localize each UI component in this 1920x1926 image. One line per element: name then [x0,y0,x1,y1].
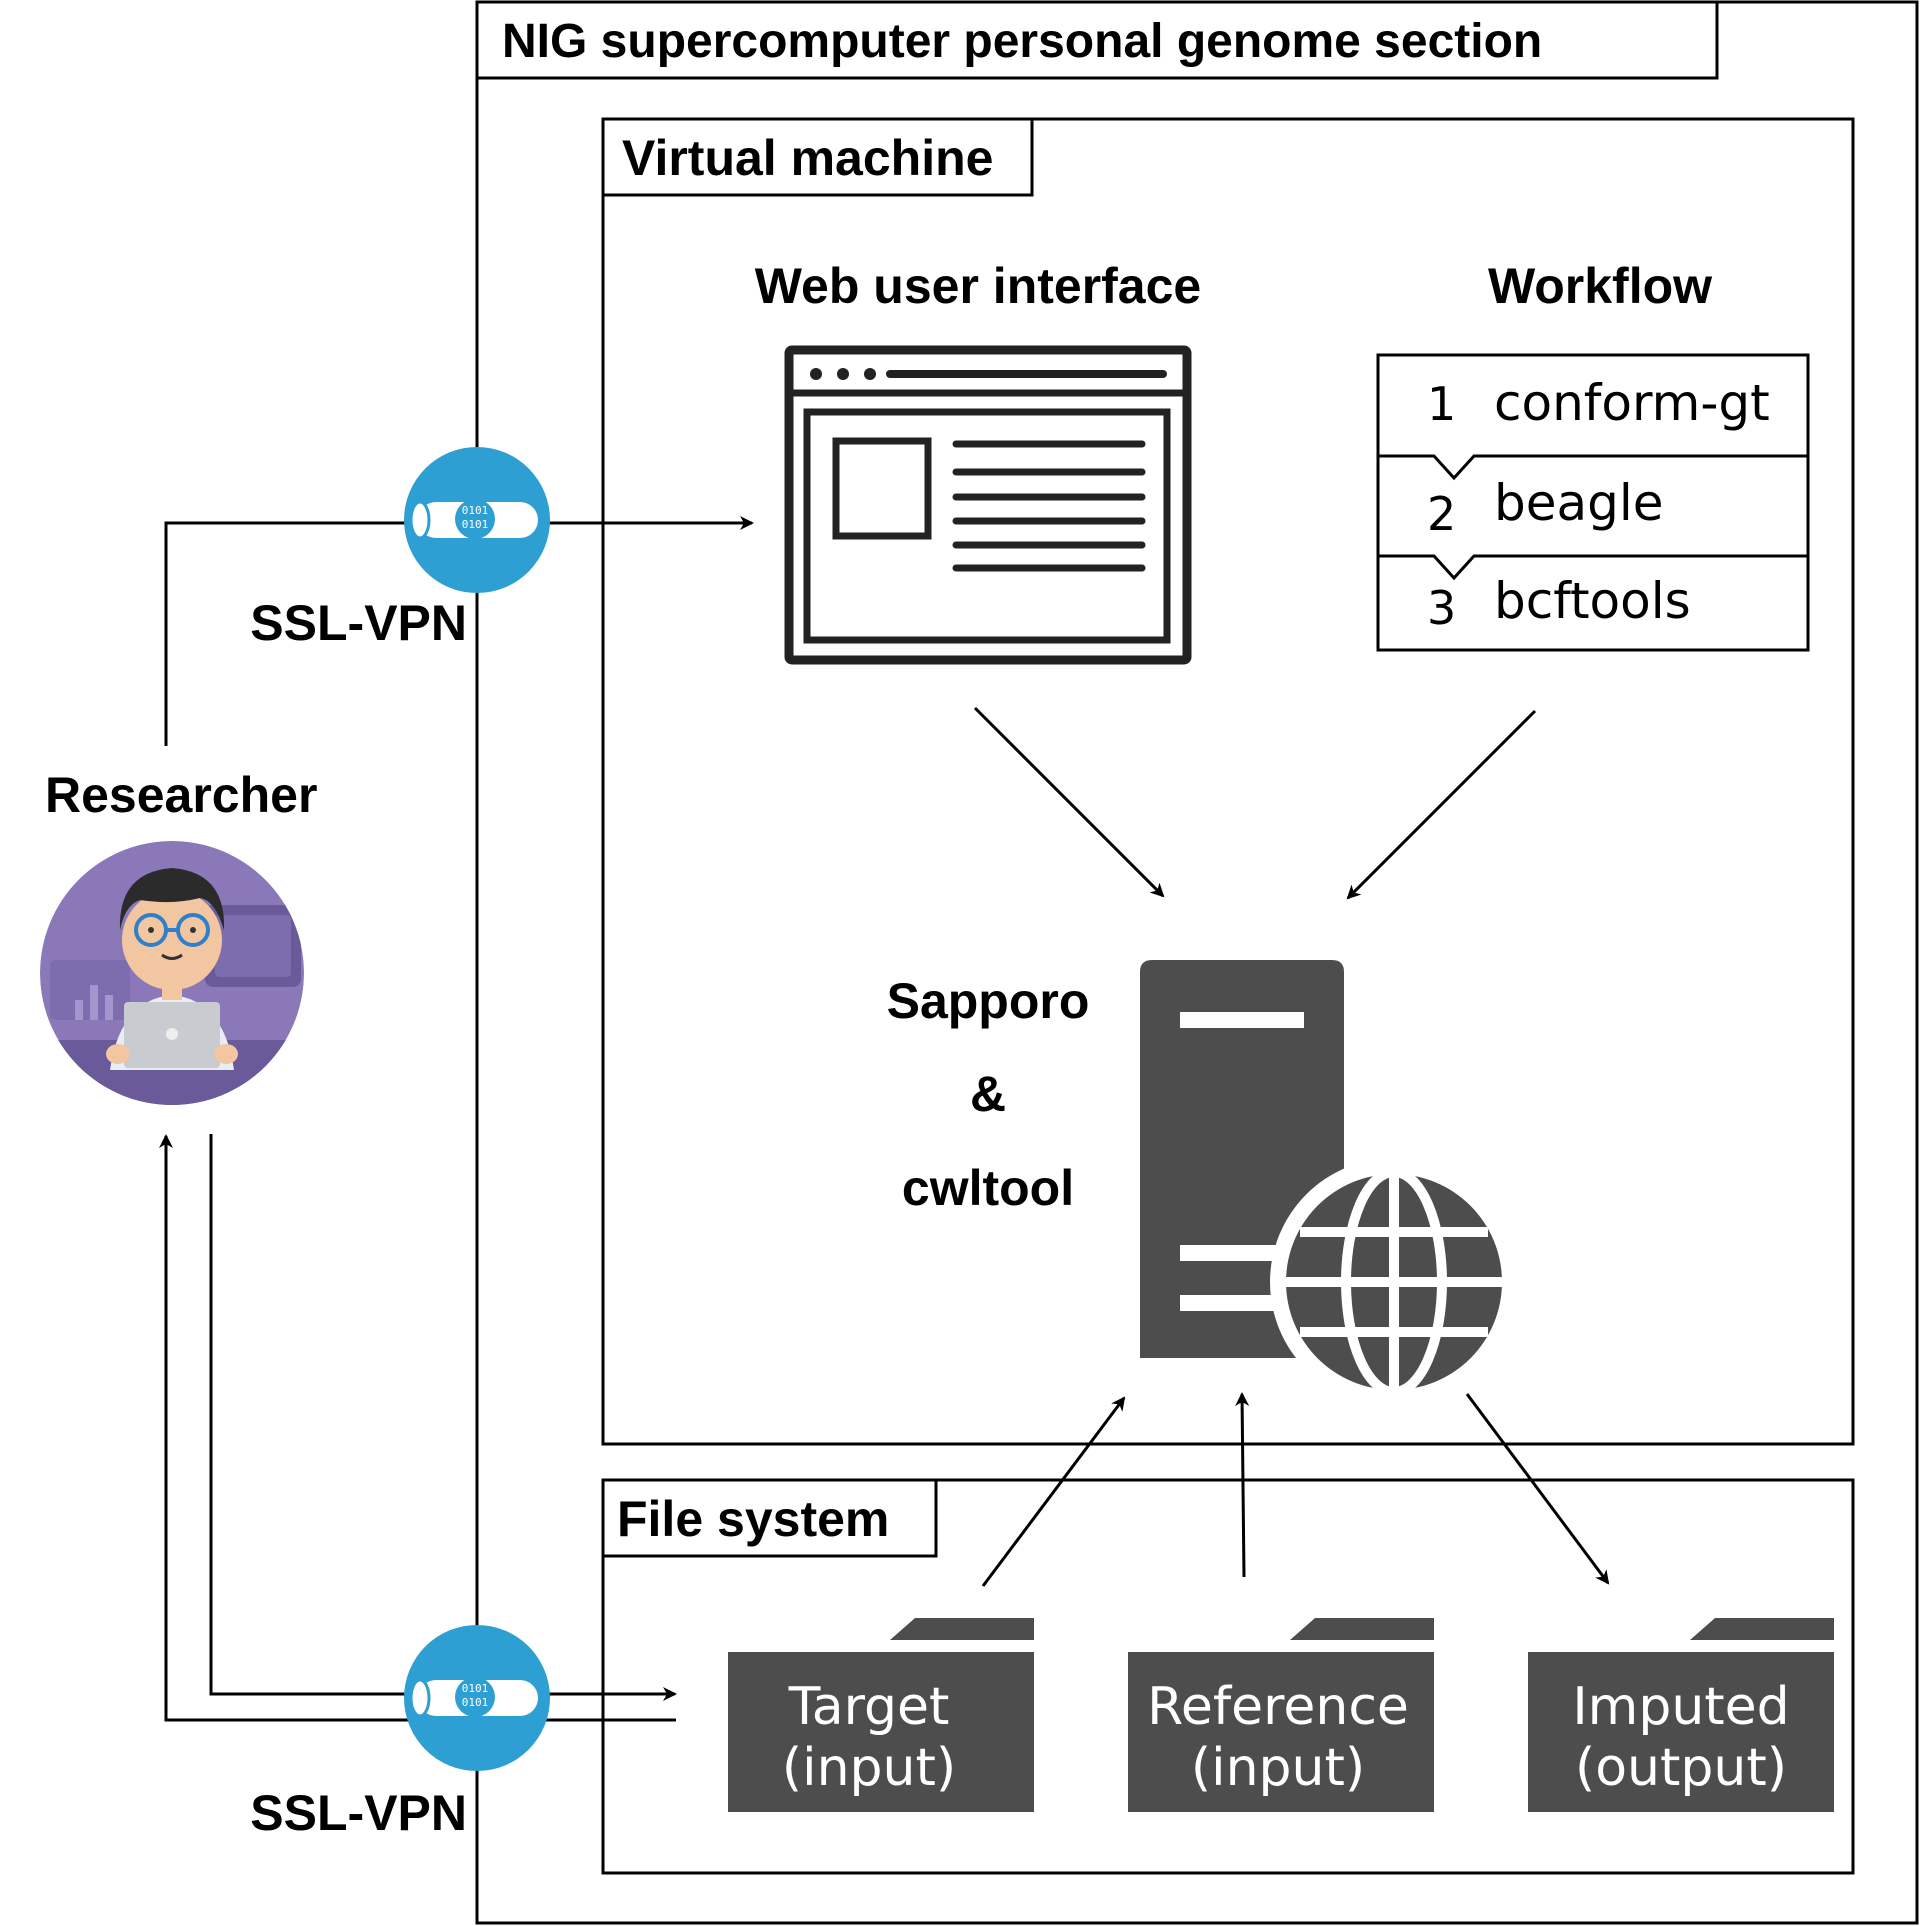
file-system-box [601,1478,1855,1875]
browser-window-icon [784,345,1192,665]
web-ui-label: Web user interface [755,258,1201,314]
line-researcher-to-filesystem [209,1134,677,1701]
arrow-workflow-to-engine [1346,709,1537,900]
researcher-avatar-icon [40,841,304,1105]
workflow-step-number: 2 [1427,487,1456,541]
workflow-label: Workflow [1488,258,1712,314]
line-filesystem-to-researcher [159,1134,676,1722]
engine-label-line3: cwltool [902,1160,1074,1216]
vm-title-box [601,117,1034,197]
outer-section-title: NIG supercomputer personal genome sectio… [502,15,1542,68]
ssl-vpn-top-label: SSL-VPN [250,595,467,651]
arrow-webui-to-engine [973,706,1165,898]
vm-box [601,117,1855,1446]
folder-target-icon: Target (input) [728,1618,1034,1812]
outer-section-title-box [475,0,1719,80]
ssl-vpn-tunnel-icon: 0101 0101 [404,447,550,593]
workflow-step-number: 3 [1427,581,1456,635]
ssl-vpn-bottom-label: SSL-VPN [250,1785,467,1841]
folder-label-line2: (input) [782,1738,956,1798]
workflow-step-number: 1 [1427,377,1456,431]
workflow-step-name: beagle [1494,474,1664,532]
arrow-target-to-engine [981,1396,1126,1587]
ssl-vpn-tunnel-icon: 0101 0101 [404,1625,550,1771]
workflow-step-name: bcftools [1494,572,1691,630]
folder-label-line1: Imputed [1572,1677,1789,1737]
line-researcher-to-webui [164,516,754,746]
folder-label-line2: (output) [1575,1738,1787,1798]
file-system-title-box [601,1478,938,1558]
researcher-label: Researcher [45,767,317,823]
arrow-engine-to-imputed [1465,1393,1610,1585]
engine-label-line1: Sapporo [887,973,1090,1029]
arrow-reference-to-engine [1235,1392,1250,1578]
engine-label-line2: & [970,1066,1006,1122]
server-globe-icon [1140,960,1518,1406]
vm-title: Virtual machine [622,130,993,186]
folder-label-line1: Target [788,1677,950,1737]
folder-reference-icon: Reference (input) [1128,1618,1434,1812]
vpn-binary-glyph: 0101 [462,1696,489,1709]
vpn-binary-glyph: 0101 [462,518,489,531]
file-system-title: File system [617,1491,889,1547]
folder-label-line1: Reference [1147,1677,1409,1737]
vpn-binary-glyph: 0101 [462,1682,489,1695]
folder-imputed-icon: Imputed (output) [1528,1618,1834,1812]
folder-label-line2: (input) [1191,1738,1365,1798]
vpn-binary-glyph: 0101 [462,504,489,517]
workflow-steps-box: 1 conform-gt 2 beagle 3 bcftools [1376,353,1810,652]
workflow-step-name: conform-gt [1494,374,1770,432]
